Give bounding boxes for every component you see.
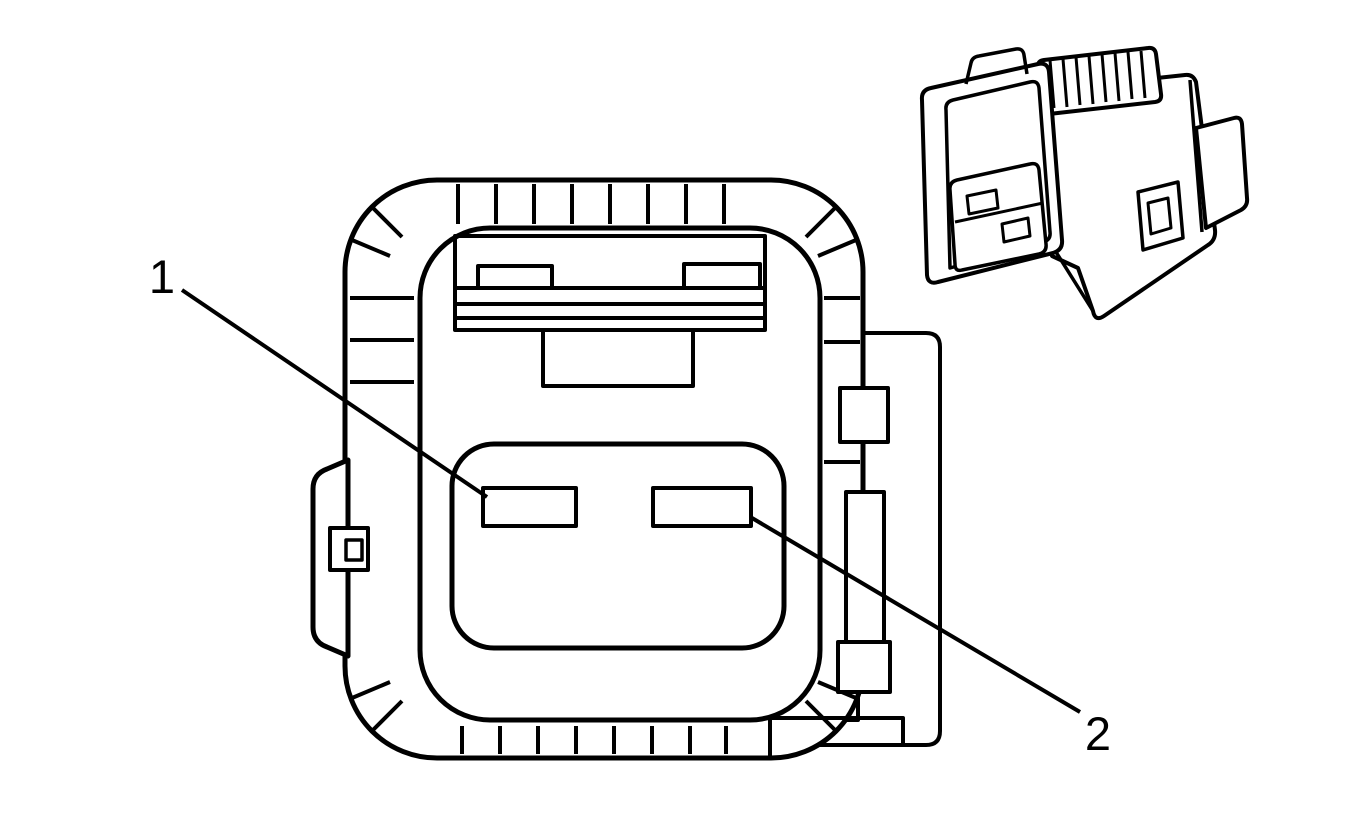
perspective-terminal-divider: [954, 201, 1044, 224]
perspective-flange-inner: [944, 79, 1052, 270]
right-latch-middle: [844, 490, 886, 644]
connector-front-view: [310, 177, 942, 761]
terminal-cavity-opening: [449, 441, 787, 651]
perspective-terminal-2: [1000, 216, 1032, 244]
perspective-front-flange: [919, 47, 1065, 285]
lock-tab-section: [453, 234, 767, 388]
perspective-flange-latch: [964, 47, 1029, 85]
perspective-body-edge: [1054, 79, 1204, 312]
callout-2-label: 2: [1085, 707, 1111, 760]
perspective-side-step: [1194, 115, 1250, 230]
right-terminal-cavity: [651, 486, 753, 528]
callout-1-label: 1: [149, 250, 175, 303]
side-lock-tab-key: [344, 538, 364, 562]
perspective-terminals: [954, 188, 1044, 244]
callout-2-leader-line: [750, 516, 1082, 714]
perspective-side-latch-outer: [1136, 180, 1185, 252]
seal-rib-ticks: [350, 184, 860, 754]
lock-tab-right-window: [682, 262, 762, 290]
perspective-body: [1043, 72, 1218, 321]
bottom-step-lines: [768, 716, 905, 756]
callout-2: 2: [750, 516, 1111, 760]
connector-perspective-view: [919, 45, 1250, 321]
perspective-side-latch: [1136, 180, 1185, 252]
inner-housing-outline: [417, 225, 823, 723]
right-latch-lower: [836, 640, 892, 694]
perspective-terminal-1: [965, 188, 1000, 216]
perspective-cap-ribs: [1048, 50, 1147, 109]
side-lock-tab: [310, 457, 370, 659]
right-latch-upper: [838, 386, 890, 444]
callout-1: 1: [149, 250, 489, 499]
terminal-cavity-area: [449, 441, 787, 651]
callout-1-leader-line: [180, 288, 489, 499]
left-terminal-cavity: [481, 486, 578, 528]
connector-rear-housing-outline: [764, 331, 942, 747]
perspective-side-latch-inner: [1146, 196, 1173, 236]
lock-tab-left-window: [476, 264, 554, 290]
perspective-opening: [948, 161, 1048, 273]
lock-tab-center-key: [541, 328, 695, 388]
